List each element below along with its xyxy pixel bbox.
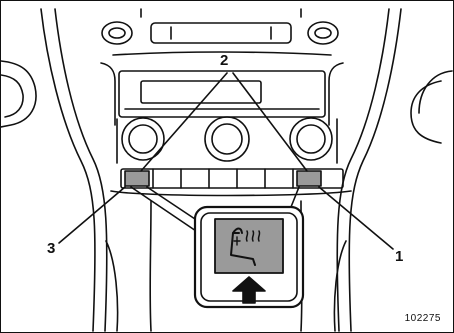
seat-heater-button-enlarged bbox=[215, 219, 283, 273]
audio-panel bbox=[101, 63, 343, 125]
callout-1-label: 1 bbox=[395, 249, 403, 264]
top-vent-row bbox=[102, 22, 338, 55]
callout-3-label: 3 bbox=[47, 241, 55, 256]
climate-knobs bbox=[117, 117, 337, 163]
right-seat-heater-switch bbox=[297, 171, 321, 186]
callout-2-leaders bbox=[141, 73, 307, 171]
left-seat-heater-switch bbox=[125, 171, 149, 186]
callout-2-label: 2 bbox=[220, 53, 228, 68]
figure-code: 102275 bbox=[405, 313, 441, 324]
button-strip bbox=[111, 169, 351, 196]
